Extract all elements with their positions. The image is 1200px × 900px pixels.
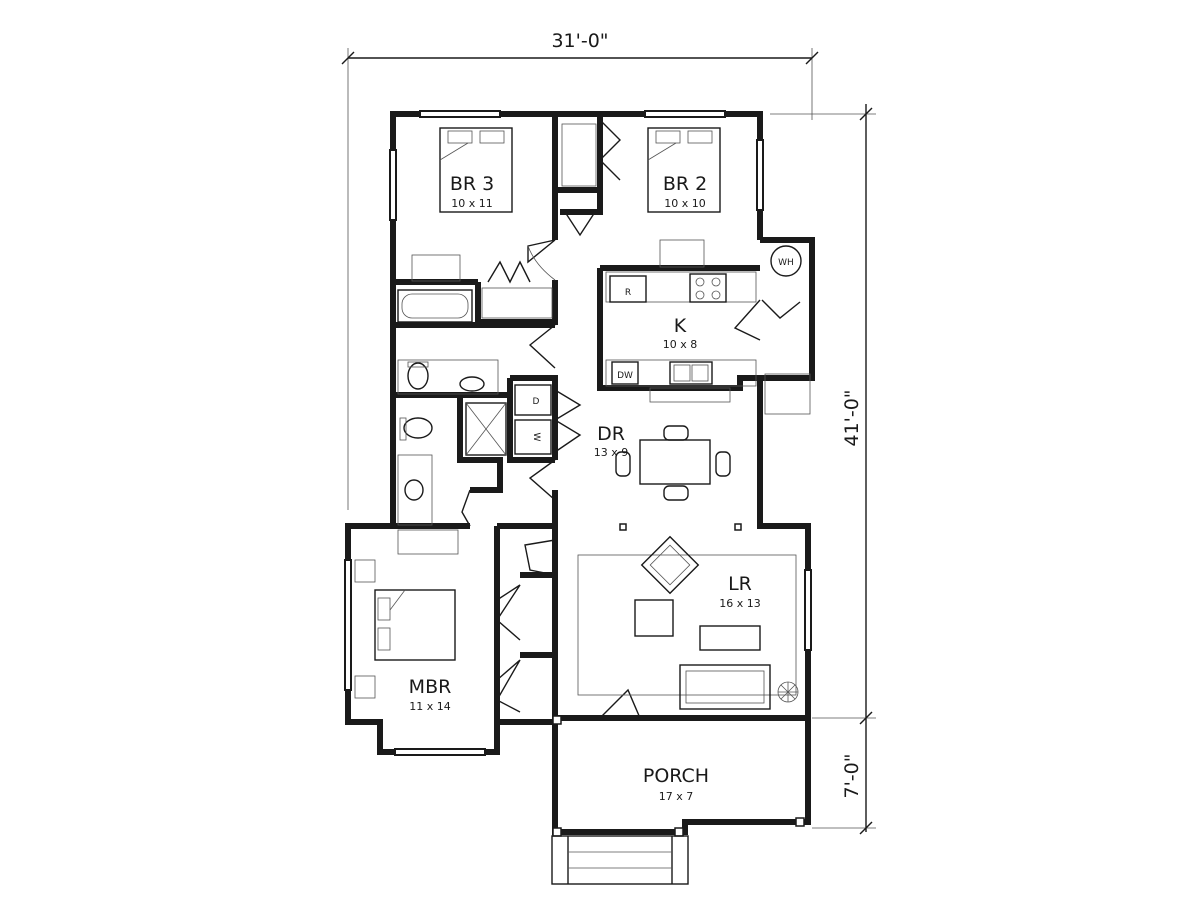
br2-bed [647, 127, 721, 268]
dining-name: DR [597, 423, 625, 445]
porch-size: 17 x 7 [659, 790, 694, 803]
exterior-walls [345, 111, 815, 835]
width-dimension: 31'-0" [341, 30, 819, 510]
master-size: 11 x 14 [409, 700, 451, 713]
br2-name: BR 2 [663, 173, 707, 195]
refrigerator-label: R [625, 288, 631, 298]
depth-dimension: 41'-0" 7'-0" [770, 104, 876, 835]
kitchen-size: 10 x 8 [663, 338, 698, 351]
plant-icon [777, 681, 799, 703]
bathtub [397, 289, 473, 323]
water-heater: WH [764, 245, 811, 415]
dining-size: 13 x 9 [594, 446, 629, 459]
interior-walls [393, 114, 760, 722]
washer-label: W [531, 433, 541, 442]
porch-steps [551, 835, 689, 885]
living-furniture [577, 535, 799, 710]
doors [461, 119, 801, 719]
dining-set [615, 425, 742, 531]
br2-size: 10 x 10 [664, 197, 706, 210]
dishwasher-label: DW [617, 371, 633, 381]
master-name: MBR [409, 676, 452, 698]
porch-details [551, 715, 805, 885]
laundry: D W [514, 384, 552, 455]
kitchen-counters: R DW [605, 271, 757, 403]
windows [344, 110, 812, 756]
living-name: LR [728, 573, 752, 595]
br3-name: BR 3 [450, 173, 494, 195]
porch-depth-label: 7'-0" [841, 754, 863, 799]
porch-name: PORCH [643, 765, 709, 787]
dryer-label: D [533, 397, 540, 407]
hall-bath-fixtures [397, 359, 499, 395]
living-size: 16 x 13 [719, 597, 761, 610]
closet-shelves [481, 123, 597, 319]
house-depth-label: 41'-0" [841, 389, 863, 446]
master-furniture [354, 529, 459, 699]
kitchen-name: K [674, 315, 687, 337]
room-labels: BR 3 10 x 11 BR 2 10 x 10 K 10 x 8 DR 13… [409, 173, 761, 803]
br3-bed [411, 127, 513, 282]
master-bath-fixtures [397, 402, 507, 526]
water-heater-label: WH [778, 258, 794, 268]
br3-size: 10 x 11 [451, 197, 493, 210]
width-dimension-label: 31'-0" [551, 30, 608, 52]
